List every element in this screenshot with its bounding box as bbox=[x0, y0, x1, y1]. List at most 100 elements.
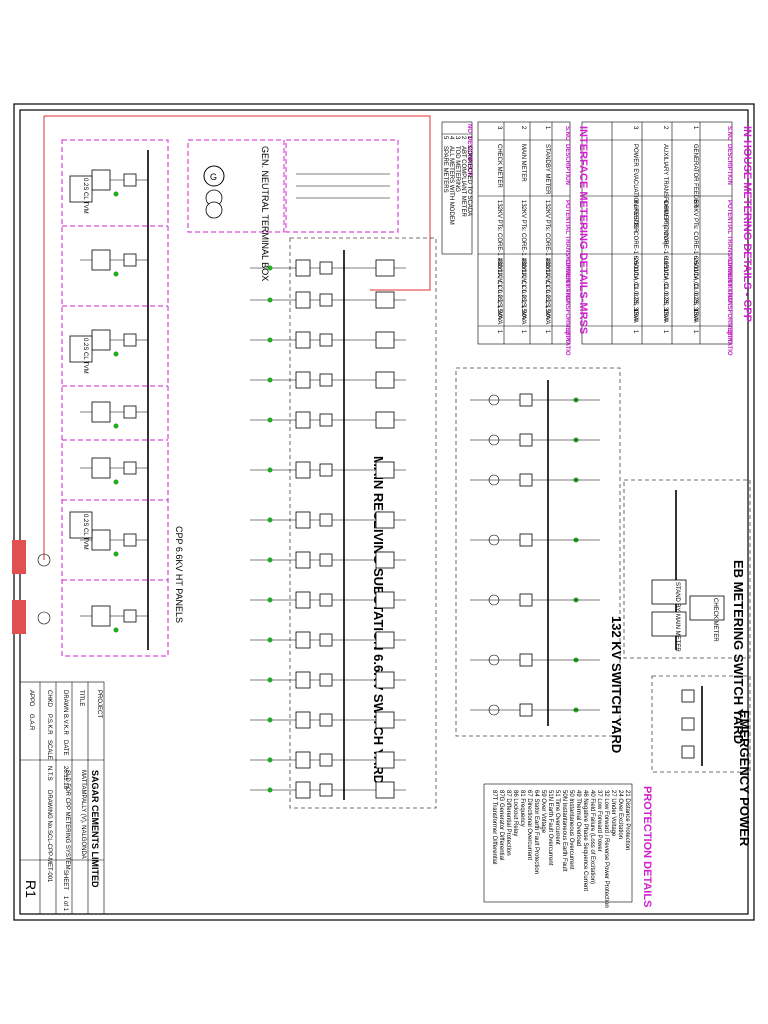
table-cell: 1250/1A, CL 0.2S, 15VA bbox=[662, 258, 668, 323]
switchyard-breaker bbox=[519, 473, 533, 487]
table-cell: 1 bbox=[544, 330, 550, 334]
switchyard-breaker bbox=[519, 533, 533, 547]
generator-label: GEN. NEUTRAL TERMINAL BOX bbox=[260, 146, 270, 281]
protection-item: 87G Generator Differential bbox=[498, 790, 504, 860]
mrss-incomer-meter bbox=[375, 291, 395, 309]
mrss-ok-dot bbox=[267, 597, 273, 603]
table-header-cell: QTY bbox=[726, 330, 732, 342]
mrss-meter bbox=[295, 331, 311, 349]
notes-cell: 4 bbox=[448, 136, 454, 140]
cpp-meter bbox=[91, 457, 111, 479]
table-cell: 400/1A, CL 0.2S, 15VA bbox=[520, 258, 526, 319]
table-cell: 2500/1A, CL 0.2S, 15VA bbox=[692, 258, 698, 323]
switchyard-breaker bbox=[519, 703, 533, 717]
cpp-ok-dot bbox=[113, 351, 119, 357]
table-cell: 2500/1A, CL 0.2S, 15VA bbox=[632, 258, 638, 323]
checked-by: P.S.K.R bbox=[46, 714, 52, 735]
cpp-ok-dot bbox=[113, 271, 119, 277]
protection-item: 32 Low Forward / Reverse Power Protectio… bbox=[603, 790, 609, 908]
mrss-ok-dot bbox=[267, 467, 273, 473]
svg-text:STAND BY METER: STAND BY METER bbox=[674, 582, 680, 635]
switchyard-ct bbox=[488, 534, 500, 546]
mrss-breaker bbox=[319, 333, 333, 347]
table-cell: 1 bbox=[692, 330, 698, 334]
notes-cell: CONNECTED TO SCADA bbox=[466, 146, 472, 216]
table-cell: 132KV PTs: CORE-1 132/110V, CL 0.2S, 30V… bbox=[520, 200, 526, 324]
protection-item: 49 Thermal Overload bbox=[575, 790, 581, 846]
notes-cell: ABT COMPLIANT METER bbox=[460, 146, 466, 217]
protection-item: 21 Distance Protection bbox=[624, 790, 630, 850]
cpp-breaker bbox=[123, 253, 137, 267]
mrss-incomer-meter bbox=[375, 511, 395, 529]
mrss-breaker bbox=[319, 463, 333, 477]
mrss-breaker bbox=[319, 633, 333, 647]
cpp-tvm-rating: 0.2S CL TVM bbox=[82, 514, 88, 550]
mrss-meter bbox=[295, 551, 311, 569]
svg-text:CHECK METER: CHECK METER bbox=[712, 598, 718, 642]
cpp-tvm-rating: 0.2S CL TVM bbox=[82, 178, 88, 214]
protection-item: 40 Field Failure (Loss of Excitation) bbox=[589, 790, 595, 884]
gen-evacuation-cable bbox=[44, 115, 431, 291]
protection-item: 24 Over Excitation bbox=[617, 790, 623, 839]
protection-item: 64 Stator Earth Fault Protection bbox=[533, 790, 539, 874]
mrss-feeders bbox=[250, 259, 406, 799]
table-cell: 1 bbox=[692, 126, 698, 130]
metering-mrss-title: INTERFACE METERING DETAILS-MRSS bbox=[577, 126, 589, 334]
switchyard-feeders bbox=[470, 393, 600, 717]
table-header-cell: S.NO bbox=[726, 126, 732, 141]
table-cell: CHECK METER bbox=[496, 144, 502, 188]
table-header-cell: POTENTIAL TRANSFORMER RATIO bbox=[726, 200, 732, 302]
drawing-date: 26.11.18 bbox=[62, 766, 68, 790]
mrss-breaker bbox=[319, 413, 333, 427]
outer-border bbox=[13, 103, 755, 921]
table-cell: 1 bbox=[544, 126, 550, 130]
emergency-power-label: EMERGENCY POWER bbox=[737, 710, 752, 847]
mrss-meter bbox=[295, 411, 311, 429]
cpp-breaker bbox=[123, 173, 137, 187]
mrss-incomer-meter bbox=[375, 371, 395, 389]
table-cell: 3 bbox=[496, 126, 502, 130]
mrss-breaker bbox=[319, 373, 333, 387]
notes-cell: 2 bbox=[460, 136, 466, 140]
metering-mrss-table: INTERFACE METERING DETAILS-MRSS bbox=[477, 121, 589, 345]
eb-metering-group: EB METERING SWITCH YARD STAND BY METER M… bbox=[623, 479, 751, 744]
standby-meter-box bbox=[651, 579, 687, 605]
protection-item: 67 Directional Overcurrent bbox=[526, 790, 532, 860]
svg-text:CHKD: CHKD bbox=[46, 690, 52, 708]
table-cell: POWER EVACUATION FEEDER bbox=[632, 144, 638, 233]
table-cell: 132KV PTs: CORE-1 132/110V, CL 0.2S, 30V… bbox=[544, 200, 550, 324]
table-cell: 2 bbox=[520, 126, 526, 130]
cpp-tvm-meter bbox=[69, 335, 93, 363]
mrss-group: MAIN RECEIVING SUBSTATION 6.6KV SWITCH Y… bbox=[289, 237, 437, 809]
generator-group: G GEN. NEUTRAL TERMINAL BOX bbox=[187, 139, 285, 281]
mrss-breaker bbox=[319, 513, 333, 527]
table-cell: MAIN METER bbox=[520, 144, 526, 182]
protection-item: 37 Low Forward Power bbox=[596, 790, 602, 852]
switchyard-ct bbox=[488, 704, 500, 716]
cpp-meter bbox=[91, 605, 111, 627]
table-header-cell: QTY bbox=[564, 330, 570, 342]
mrss-meter bbox=[295, 591, 311, 609]
mrss-breaker bbox=[319, 593, 333, 607]
protection-item: 59 Over Voltage bbox=[540, 790, 546, 834]
table-header-cell: POTENTIAL TRANSFORMER RATIO bbox=[564, 200, 570, 302]
cpp-ok-dot bbox=[113, 627, 119, 633]
switchyard-ct bbox=[488, 654, 500, 666]
cpp-meter bbox=[91, 329, 111, 351]
table-header-cell: CURRENT TRANSFORMER RATIO bbox=[564, 258, 570, 356]
sheet-number: 1 of 1 bbox=[62, 896, 68, 912]
mrss-breaker bbox=[319, 293, 333, 307]
feeder-tag-1 bbox=[12, 540, 26, 574]
cpp-panels-label: CPP 6.6KV HT PANELS bbox=[174, 526, 184, 623]
ngr-group bbox=[285, 139, 399, 233]
company-sub: MATTAMPALLY (V), NALGONDA bbox=[80, 770, 86, 859]
svg-text:DRAWN: DRAWN bbox=[62, 690, 68, 712]
switchyard-ct bbox=[488, 594, 500, 606]
main-meter-box bbox=[651, 611, 687, 637]
protection-item: 87T Transformer Differential bbox=[491, 790, 497, 864]
mrss-incomer-meter bbox=[375, 751, 395, 769]
mrss-meter bbox=[295, 781, 311, 799]
